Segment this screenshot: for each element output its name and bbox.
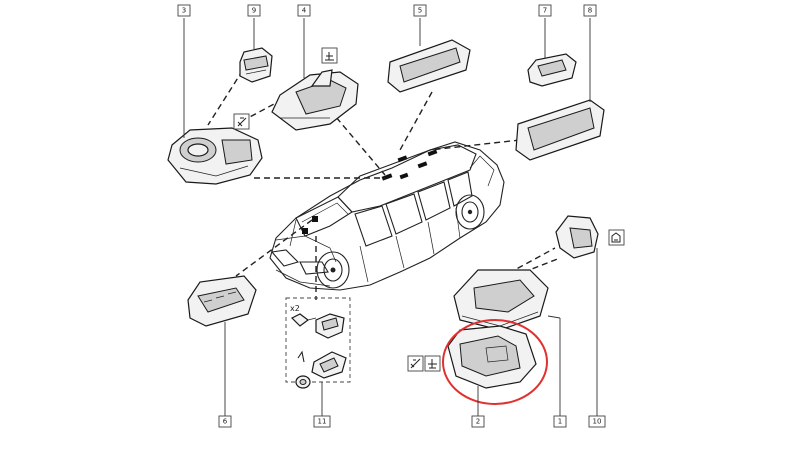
lamp-symbol-icon xyxy=(321,47,338,64)
callout-number: 5 xyxy=(418,7,422,15)
callout-4: 4 xyxy=(297,4,311,17)
callout-number: 1 xyxy=(558,418,562,426)
callout-number: 9 xyxy=(252,7,256,15)
callout-number: 6 xyxy=(223,418,228,426)
callout-number: 2 xyxy=(476,418,480,426)
callout-number: 8 xyxy=(588,7,592,15)
callout-11: 11 xyxy=(313,415,331,428)
part-10-connector xyxy=(555,215,599,259)
part-3-interior-lamp-assembly xyxy=(167,127,263,185)
quantity-label: x2 xyxy=(290,304,300,313)
car-illustration xyxy=(269,141,505,291)
rear-wheel xyxy=(455,194,485,230)
part-7-switch-module xyxy=(527,53,577,87)
callout-7: 7 xyxy=(538,4,552,17)
part-1-lamp-housing xyxy=(453,269,549,331)
callout-number: 10 xyxy=(593,418,602,426)
leader-lines xyxy=(183,18,598,416)
callout-8: 8 xyxy=(583,4,597,17)
spot-lamp-symbol-icon xyxy=(233,113,250,130)
callout-number: 4 xyxy=(302,7,307,15)
callout-number: 11 xyxy=(318,418,327,426)
callout-6: 6 xyxy=(218,415,232,428)
part-2-lamp-lens xyxy=(447,325,537,389)
callout-1: 1 xyxy=(553,415,567,428)
callout-2: 2 xyxy=(471,415,485,428)
lamp-switch-symbol-icon xyxy=(407,355,424,372)
part-2-highlight-circle xyxy=(442,319,548,405)
front-wheel xyxy=(316,251,350,289)
callout-10: 10 xyxy=(588,415,606,428)
part-6-glovebox-lamp xyxy=(187,275,257,327)
callout-5: 5 xyxy=(413,4,427,17)
callout-number: 7 xyxy=(543,7,547,15)
boot-lamp-symbol-icon xyxy=(608,229,625,246)
callout-9: 9 xyxy=(247,4,261,17)
connection-links xyxy=(207,61,561,300)
part-5-courtesy-lens xyxy=(387,39,471,93)
callout-number: 3 xyxy=(182,7,186,15)
part-4-map-lamp xyxy=(271,69,359,131)
part-8-boot-lamp-lens xyxy=(515,99,605,161)
callout-3: 3 xyxy=(177,4,191,17)
part-9-bulb-holder xyxy=(239,47,273,83)
courtesy-lamp-symbol-icon xyxy=(424,355,441,372)
part-11-bulb-and-clips xyxy=(285,297,351,389)
